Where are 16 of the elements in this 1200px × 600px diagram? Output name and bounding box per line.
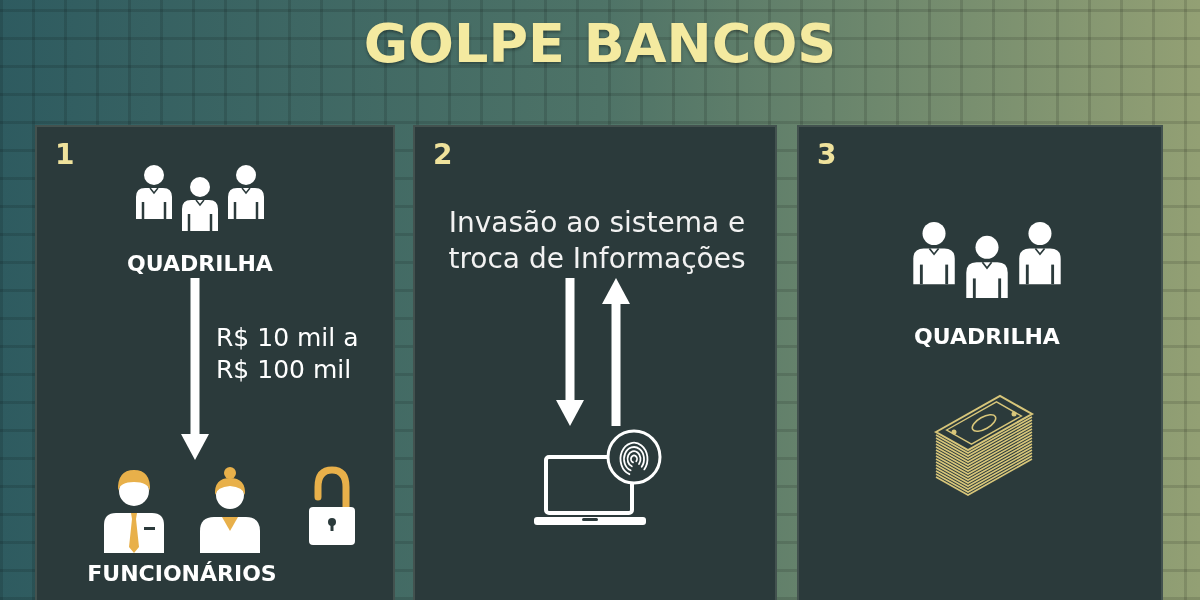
arrow: [556, 278, 584, 426]
arrow: [181, 278, 209, 460]
panel: [413, 125, 777, 600]
step-number: 3: [817, 139, 837, 171]
title: GOLPE BANCOS: [363, 12, 837, 76]
arrow: [602, 278, 630, 426]
description-text: Invasão ao sistema e troca de Informações: [437, 205, 757, 277]
panel: [35, 125, 395, 600]
node-label: QUADRILHA: [127, 251, 273, 277]
panel: [797, 125, 1163, 600]
node-label: FUNCIONÁRIOS: [87, 561, 277, 587]
node-label: QUADRILHA: [914, 324, 1060, 350]
edge-label: R$ 10 mil a R$ 100 mil: [216, 322, 360, 386]
step-number: 2: [433, 139, 453, 171]
laptop-fingerprint-icon: [534, 427, 662, 527]
step-number: 1: [55, 139, 75, 171]
